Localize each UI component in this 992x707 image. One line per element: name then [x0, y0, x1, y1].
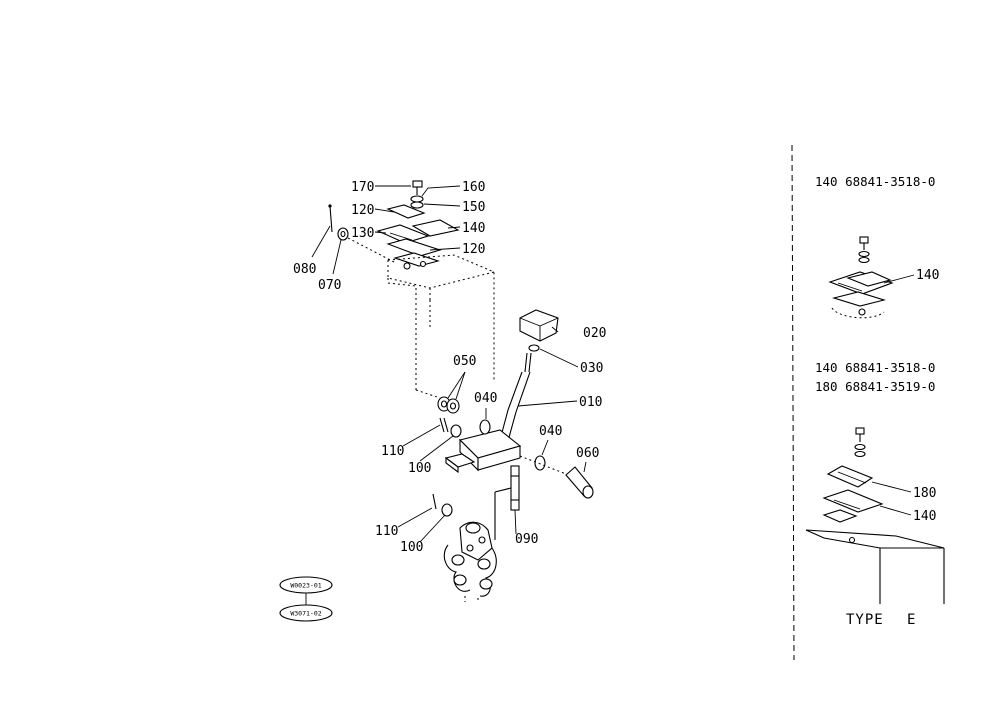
shift-lever-assembly	[444, 309, 594, 499]
lower-shaft-assembly	[432, 493, 497, 602]
callout-150: 150	[462, 200, 485, 215]
stamp-1: W0023-01	[290, 582, 321, 590]
gate-bracket-assembly	[328, 180, 495, 382]
callout-180-variant-b: 180	[913, 486, 936, 501]
assembly-guide-lines	[415, 288, 441, 399]
callout-030: 030	[580, 361, 603, 376]
leader-lines	[311, 185, 587, 543]
callout-010: 010	[579, 395, 602, 410]
variant-a-detail: 140	[828, 236, 939, 319]
part-note-180: 180 68841-3519-0	[815, 379, 935, 394]
callout-140-variant-a: 140	[916, 268, 939, 283]
variant-b-detail: 180 140	[805, 427, 945, 604]
callout-020: 020	[583, 326, 606, 341]
callout-080: 080	[293, 262, 316, 277]
callout-labels: 170 160 150 120 140 130 120 080 070 020 …	[293, 180, 606, 555]
part-note-140-b: 140 68841-3518-0	[815, 360, 935, 375]
stamp-2: W3071-02	[290, 610, 321, 618]
callout-060: 060	[576, 446, 599, 461]
callout-120-lower: 120	[462, 242, 485, 257]
callout-070: 070	[318, 278, 341, 293]
callout-090: 090	[515, 532, 538, 547]
callout-120-upper: 120	[351, 203, 374, 218]
callout-050: 050	[453, 354, 476, 369]
callout-140-variant-b: 140	[913, 509, 936, 524]
panel-divider	[791, 144, 795, 661]
callout-040-lower: 040	[539, 424, 562, 439]
part-note-140: 140 68841-3518-0	[815, 174, 935, 189]
washer-pin-upper	[437, 396, 462, 438]
callout-140: 140	[462, 221, 485, 236]
revision-stamps: W0023-01 W3071-02	[279, 576, 333, 622]
type-value: E	[907, 612, 916, 628]
callout-130: 130	[351, 226, 374, 241]
callout-100-upper: 100	[408, 461, 431, 476]
type-label: TYPE	[846, 612, 884, 628]
callout-110-upper: 110	[381, 444, 404, 459]
callout-040-upper: 040	[474, 391, 497, 406]
callout-100-lower: 100	[400, 540, 423, 555]
callout-110-lower: 110	[375, 524, 398, 539]
side-panel: 140 68841-3518-0 140 140 68841-3518-0 18…	[805, 174, 945, 628]
callout-160: 160	[462, 180, 485, 195]
callout-170: 170	[351, 180, 374, 195]
